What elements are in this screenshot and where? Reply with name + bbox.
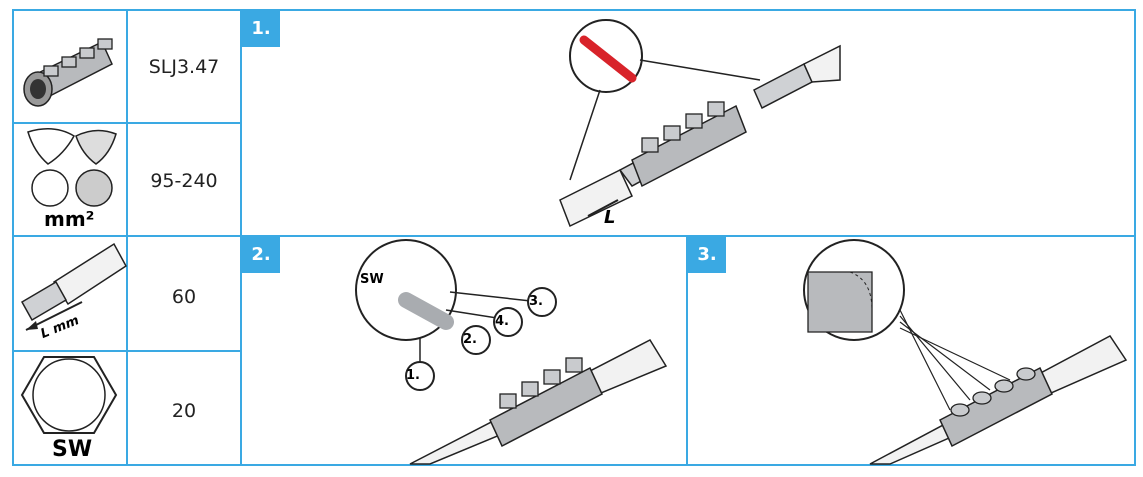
grid-line	[12, 122, 241, 124]
sequence-4: 4.	[495, 314, 509, 329]
step-2-illustration	[355, 239, 668, 465]
wrench-size-value: 20	[171, 400, 197, 422]
model-value: SLJ3.47	[148, 56, 220, 78]
step-3-illustration	[803, 239, 1128, 465]
sequence-3: 3.	[529, 294, 543, 309]
grid-line	[12, 350, 241, 352]
cross-section-value: 95-240	[150, 170, 218, 192]
sw-label: SW	[52, 437, 93, 462]
unit-label: mm²	[44, 207, 95, 231]
sequence-2: 2.	[463, 332, 477, 347]
length-label: L	[604, 207, 616, 228]
grid-line	[686, 235, 688, 466]
conductor-shapes-icon	[27, 128, 117, 207]
wrench-label: SW	[360, 272, 384, 287]
hex-nut-icon	[20, 356, 118, 434]
step-1-badge: 1.	[242, 11, 280, 47]
stripped-cable-icon	[20, 242, 127, 331]
connector-icon	[23, 38, 113, 107]
sequence-1: 1.	[406, 368, 420, 383]
step-2-badge: 2.	[242, 237, 280, 273]
grid-line	[240, 9, 242, 466]
step-1-illustration	[559, 19, 841, 228]
instruction-sheet	[12, 9, 1136, 466]
grid-line	[12, 235, 1136, 237]
grid-line	[126, 9, 128, 466]
strip-length-value: 60	[171, 286, 197, 308]
step-3-badge: 3.	[688, 237, 726, 273]
